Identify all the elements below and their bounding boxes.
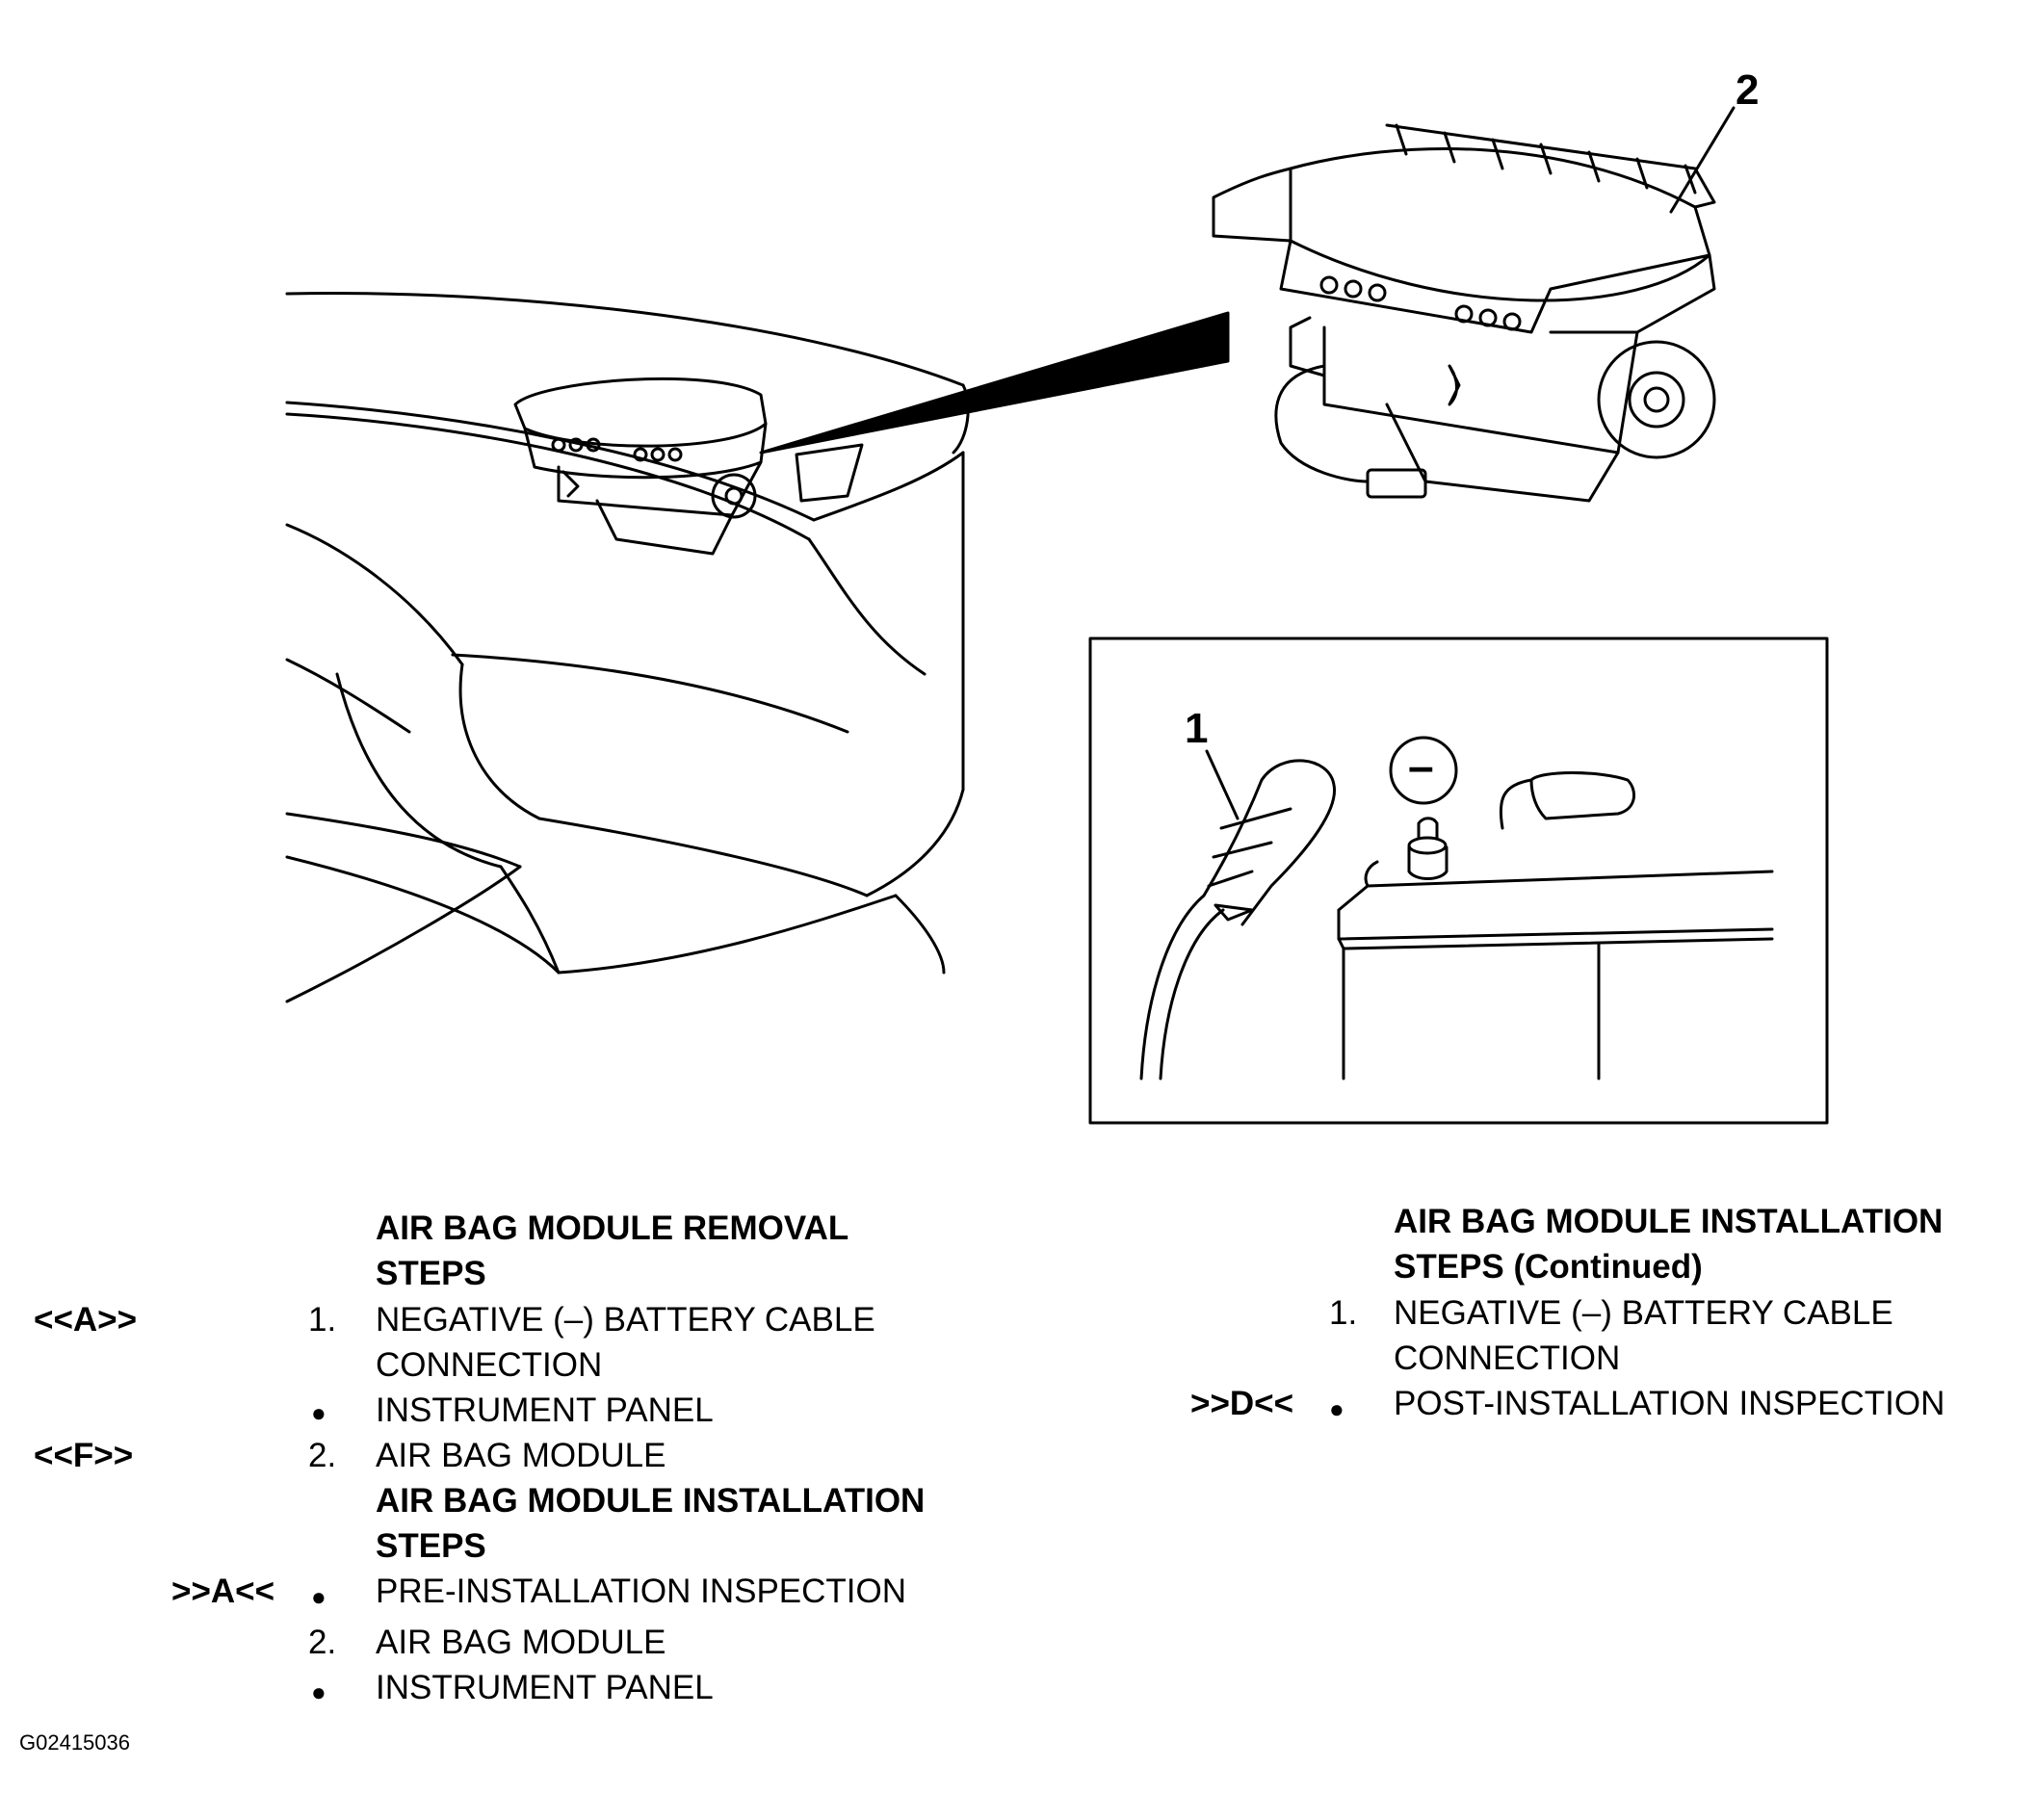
step-text: PRE-INSTALLATION INSPECTION: [376, 1573, 907, 1610]
step-text: INSTRUMENT PANEL: [376, 1669, 714, 1706]
installation-continued-heading-line1: AIR BAG MODULE INSTALLATION: [1394, 1203, 1944, 1240]
callout-2: 2: [1736, 66, 1760, 114]
battery-inset-drawing: [1139, 736, 1774, 1080]
step-ref-label: <<A>>: [34, 1301, 138, 1339]
step-bullet: ●: [311, 1398, 326, 1427]
installation-heading-line1: AIR BAG MODULE INSTALLATION: [376, 1482, 926, 1520]
step-ref-label: >>D<<: [1190, 1385, 1294, 1422]
figure-id: G02415036: [19, 1730, 130, 1755]
small-airbag-module-drawing: [513, 377, 768, 556]
step-bullet: ●: [1329, 1394, 1344, 1423]
step-number: 2.: [308, 1437, 337, 1474]
step-text: AIR BAG MODULE: [376, 1624, 666, 1661]
step-text: NEGATIVE (–) BATTERY CABLE: [376, 1301, 875, 1339]
callout-1: 1: [1185, 705, 1209, 752]
step-bullet: ●: [311, 1677, 326, 1706]
step-bullet: ●: [311, 1582, 326, 1611]
step-text-continued: CONNECTION: [376, 1346, 603, 1384]
removal-heading-line2: STEPS: [376, 1255, 486, 1292]
step-ref-label: <<F>>: [34, 1437, 134, 1474]
large-airbag-module-drawing: [1212, 106, 1736, 503]
step-text: POST-INSTALLATION INSPECTION: [1394, 1385, 1945, 1422]
instrument-panel-drawing: [285, 291, 970, 1003]
negative-terminal-symbol: –: [1408, 741, 1434, 793]
step-text: INSTRUMENT PANEL: [376, 1391, 714, 1429]
removal-heading-line1: AIR BAG MODULE REMOVAL: [376, 1209, 849, 1247]
step-number: 2.: [308, 1624, 337, 1661]
inset-frame: [1088, 637, 1829, 1125]
zoom-wedge: [759, 311, 1230, 455]
step-ref-label: >>A<<: [171, 1573, 275, 1610]
airbag-illustration: [285, 106, 1829, 1125]
step-number: 1.: [1329, 1294, 1358, 1332]
installation-heading-line2: STEPS: [376, 1527, 486, 1565]
installation-continued-heading-line2: STEPS (Continued): [1394, 1248, 1703, 1286]
step-number: 1.: [308, 1301, 337, 1339]
step-text-continued: CONNECTION: [1394, 1339, 1621, 1377]
step-text: AIR BAG MODULE: [376, 1437, 666, 1474]
step-text: NEGATIVE (–) BATTERY CABLE: [1394, 1294, 1893, 1332]
